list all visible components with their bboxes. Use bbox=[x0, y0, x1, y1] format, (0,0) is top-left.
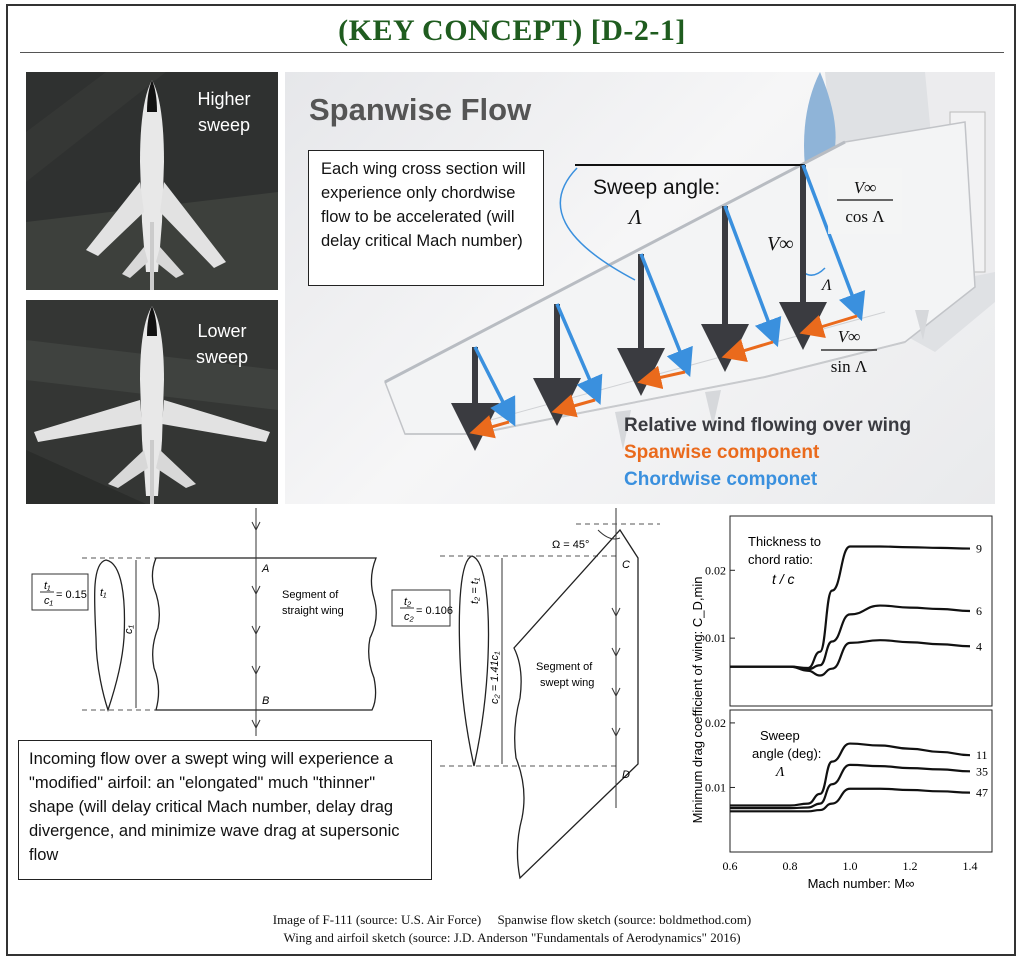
credits-line-2: Wing and airfoil sketch (source: J.D. An… bbox=[283, 930, 741, 945]
drag-charts: Minimum drag coefficient of wing: C_D,mi… bbox=[690, 515, 993, 890]
photo-higher-sweep: Higher sweep bbox=[26, 72, 278, 290]
chart-bottom-annotation-3: Λ bbox=[774, 765, 785, 780]
spanwise-denominator: sin Λ bbox=[831, 357, 868, 376]
chart-bottom-xtick: 1.4 bbox=[963, 859, 978, 873]
straight-c-label: c₁ bbox=[123, 625, 135, 635]
jet-lower-sweep-image bbox=[26, 300, 278, 504]
chart-top-series-label-4: 4 bbox=[976, 639, 982, 653]
chordwise-denominator: cos Λ bbox=[845, 207, 885, 226]
swept-ratio-num: t₂ bbox=[404, 596, 412, 608]
chart-bottom-series-line-11 bbox=[730, 742, 971, 807]
swept-ratio-value: = 0.106 bbox=[416, 605, 453, 617]
chart-bottom-ytick: 0.01 bbox=[705, 780, 726, 794]
chart-top: 0.01 0.02 9 6 4 bbox=[705, 542, 982, 677]
credit-image: Image of F-111 (source: U.S. Air Force) bbox=[272, 912, 482, 927]
title-divider bbox=[20, 52, 1004, 53]
chart-top-series-line-6 bbox=[729, 604, 971, 671]
chart-top-annotation-2: chord ratio: bbox=[748, 552, 813, 567]
chart-top-annotation-3: t / c bbox=[772, 571, 795, 587]
chart-xlabel: Mach number: M∞ bbox=[808, 876, 915, 890]
point-b: B bbox=[262, 695, 269, 707]
chart-top-series-label-9: 9 bbox=[976, 542, 982, 556]
higher-sweep-label: Higher sweep bbox=[197, 89, 251, 135]
chart-bottom-annotation-1: Sweep bbox=[760, 728, 800, 743]
legend-chordwise: Chordwise componet bbox=[624, 469, 818, 490]
spanwise-numerator: V∞ bbox=[838, 327, 861, 346]
chart-top-series-label-6: 6 bbox=[976, 604, 982, 618]
straight-ratio-value: = 0.15 bbox=[56, 589, 87, 601]
chart-bottom-xtick: 0.6 bbox=[723, 859, 738, 873]
lambda-label: Λ bbox=[820, 277, 832, 294]
chart-top-series-line-4 bbox=[729, 639, 971, 677]
wing-sketch: t₁ c₁ = 0.15 t₁ c₁ A B Segment of straig… bbox=[31, 508, 660, 880]
straight-ratio-num: t₁ bbox=[44, 580, 51, 592]
chordwise-numerator: V∞ bbox=[854, 178, 877, 197]
swept-ratio-den: c₂ bbox=[404, 611, 415, 623]
straight-segment-label-2: straight wing bbox=[282, 605, 344, 617]
chart-bottom-series-label-11: 11 bbox=[976, 748, 988, 762]
flow-arrows bbox=[451, 164, 866, 451]
chart-top-frame bbox=[729, 515, 993, 707]
chart-bottom-ytick: 0.02 bbox=[705, 716, 726, 730]
jet-higher-sweep-image bbox=[26, 72, 278, 290]
straight-t-label: t₁ bbox=[100, 587, 107, 599]
photo-lower-sweep: Lower sweep bbox=[26, 300, 278, 504]
chart-bottom-frame bbox=[729, 709, 993, 853]
chart-bottom-series-label-35: 35 bbox=[976, 764, 988, 778]
chart-top-ytick: 0.02 bbox=[705, 563, 726, 577]
lower-sweep-label: Lower sweep bbox=[195, 321, 249, 367]
omega-label: Ω = 45° bbox=[552, 539, 589, 551]
chart-bottom: 0.01 0.02 0.6 0.8 1.0 1.2 1.4 11 35 47 bbox=[705, 716, 988, 873]
spanwise-wing-illustration: Sweep angle: Λ V∞ Λ V∞ cos Λ V∞ sin Λ bbox=[384, 72, 995, 451]
straight-ratio-den: c₁ bbox=[44, 595, 54, 607]
swept-airfoil-note: Incoming flow over a swept wing will exp… bbox=[18, 740, 432, 880]
chart-ylabel: Minimum drag coefficient of wing: C_D,mi… bbox=[690, 577, 705, 824]
swept-segment-label-1: Segment of bbox=[536, 661, 593, 673]
chart-top-ytick: 0.01 bbox=[705, 631, 726, 645]
straight-segment-label-1: Segment of bbox=[282, 589, 339, 601]
sweep-angle-symbol: Λ bbox=[627, 205, 642, 229]
point-a: A bbox=[261, 563, 269, 575]
credit-sketch: Spanwise flow sketch (source: boldmethod… bbox=[497, 912, 752, 927]
chart-bottom-series-line-35 bbox=[730, 763, 971, 810]
chart-bottom-xtick: 1.2 bbox=[903, 859, 918, 873]
chart-bottom-xtick: 0.8 bbox=[783, 859, 798, 873]
legend-relative-wind: Relative wind flowing over wing bbox=[624, 415, 912, 436]
spanwise-note: Each wing cross section will experience … bbox=[308, 150, 544, 286]
chart-bottom-annotation-2: angle (deg): bbox=[752, 746, 821, 761]
page-title: (KEY CONCEPT) [D-2-1] bbox=[338, 14, 686, 47]
spanwise-title: Spanwise Flow bbox=[309, 92, 532, 127]
point-c: C bbox=[622, 559, 630, 571]
chart-bottom-series-label-47: 47 bbox=[976, 786, 988, 800]
legend-spanwise: Spanwise component bbox=[624, 442, 820, 463]
swept-segment-label-2: swept wing bbox=[540, 677, 594, 689]
v-inf-label: V∞ bbox=[767, 233, 793, 255]
credits-line-1: Image of F-111 (source: U.S. Air Force) … bbox=[0, 912, 1024, 928]
chart-bottom-xtick: 1.0 bbox=[843, 859, 858, 873]
chart-top-annotation-1: Thickness to bbox=[748, 534, 821, 549]
page-frame bbox=[6, 4, 1016, 956]
spanwise-flow-panel: Sweep angle: Λ V∞ Λ V∞ cos Λ V∞ sin Λ Sp… bbox=[285, 72, 995, 504]
sweep-angle-label: Sweep angle: bbox=[593, 176, 720, 199]
swept-c-label: c₂ = 1.41c₁ bbox=[489, 651, 501, 704]
point-d: D bbox=[622, 769, 630, 781]
chart-bottom-series-line-47 bbox=[730, 787, 971, 813]
swept-t-label: t₂ = t₁ bbox=[469, 577, 481, 604]
